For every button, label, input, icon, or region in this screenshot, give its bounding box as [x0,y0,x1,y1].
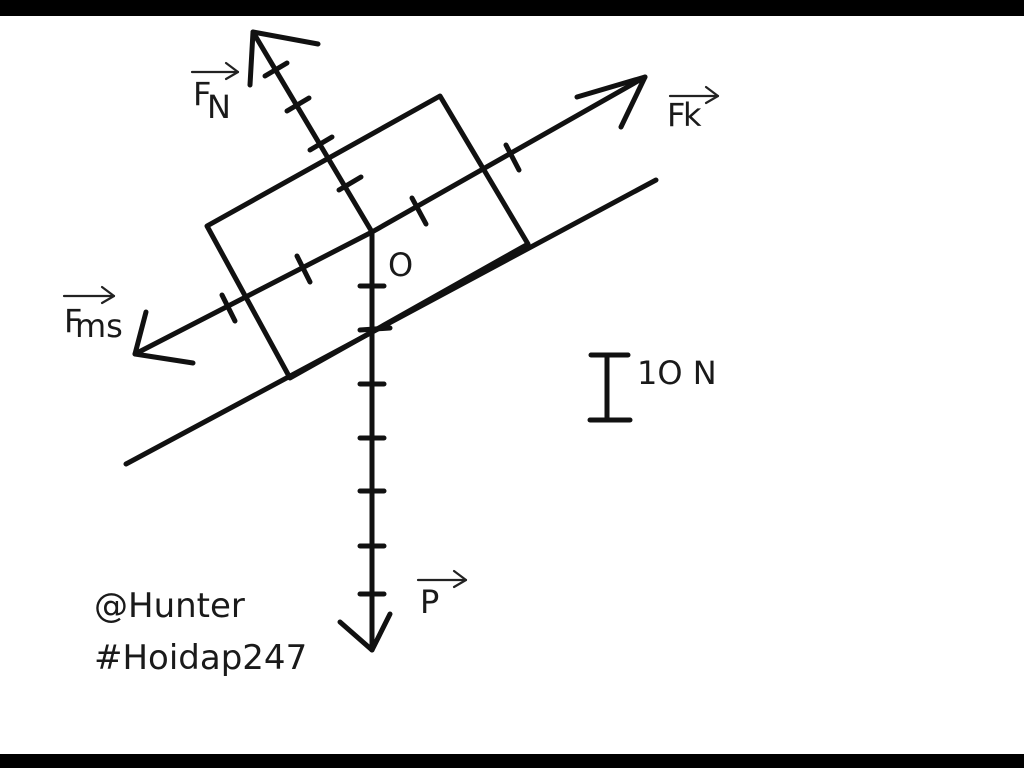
fk-vector-arrowhead [704,85,720,105]
fk-tick-2 [503,142,522,173]
fn-label: FN [193,75,231,126]
fk-arrow-head [574,74,648,130]
fms-vector-arrowhead [100,285,116,305]
top-frame-bar [0,0,1024,16]
fms-label-sub: ms [75,307,123,345]
fk-label-sub: k [683,96,702,134]
fn-tick-1 [336,174,364,193]
fn-tick-3 [284,95,312,114]
fn-arrow-head [247,29,321,88]
fms-tick-2 [219,292,238,324]
p-tick-2 [357,325,393,333]
fn-arrow-shaft [250,29,375,235]
canvas [0,16,1024,754]
scale-label: 1O N [637,354,717,392]
fn-label-base: F [193,75,211,113]
block [204,93,531,381]
fk-tick-1 [409,195,429,227]
tag-credit: #Hoidap247 [94,638,307,678]
author-credit: @Hunter [94,586,245,626]
bottom-frame-bar [0,754,1024,768]
fk-label-base: F [667,96,685,134]
fn-tick-4 [262,60,290,79]
p-label: P [420,583,439,621]
fn-tick-2 [307,134,335,153]
fms-label: Fms [64,302,123,345]
fms-arrow-head [132,309,196,366]
p-vector-arrowhead [452,569,468,589]
p-arrow-head [337,611,393,653]
origin-label: O [388,246,413,284]
fms-arrow-shaft [132,229,375,357]
fms-tick-1 [294,253,313,285]
fms-label-base: F [64,302,82,340]
fn-vector-arrowhead [224,61,240,81]
fk-label: Fk [667,96,702,134]
fn-label-sub: N [207,88,231,126]
